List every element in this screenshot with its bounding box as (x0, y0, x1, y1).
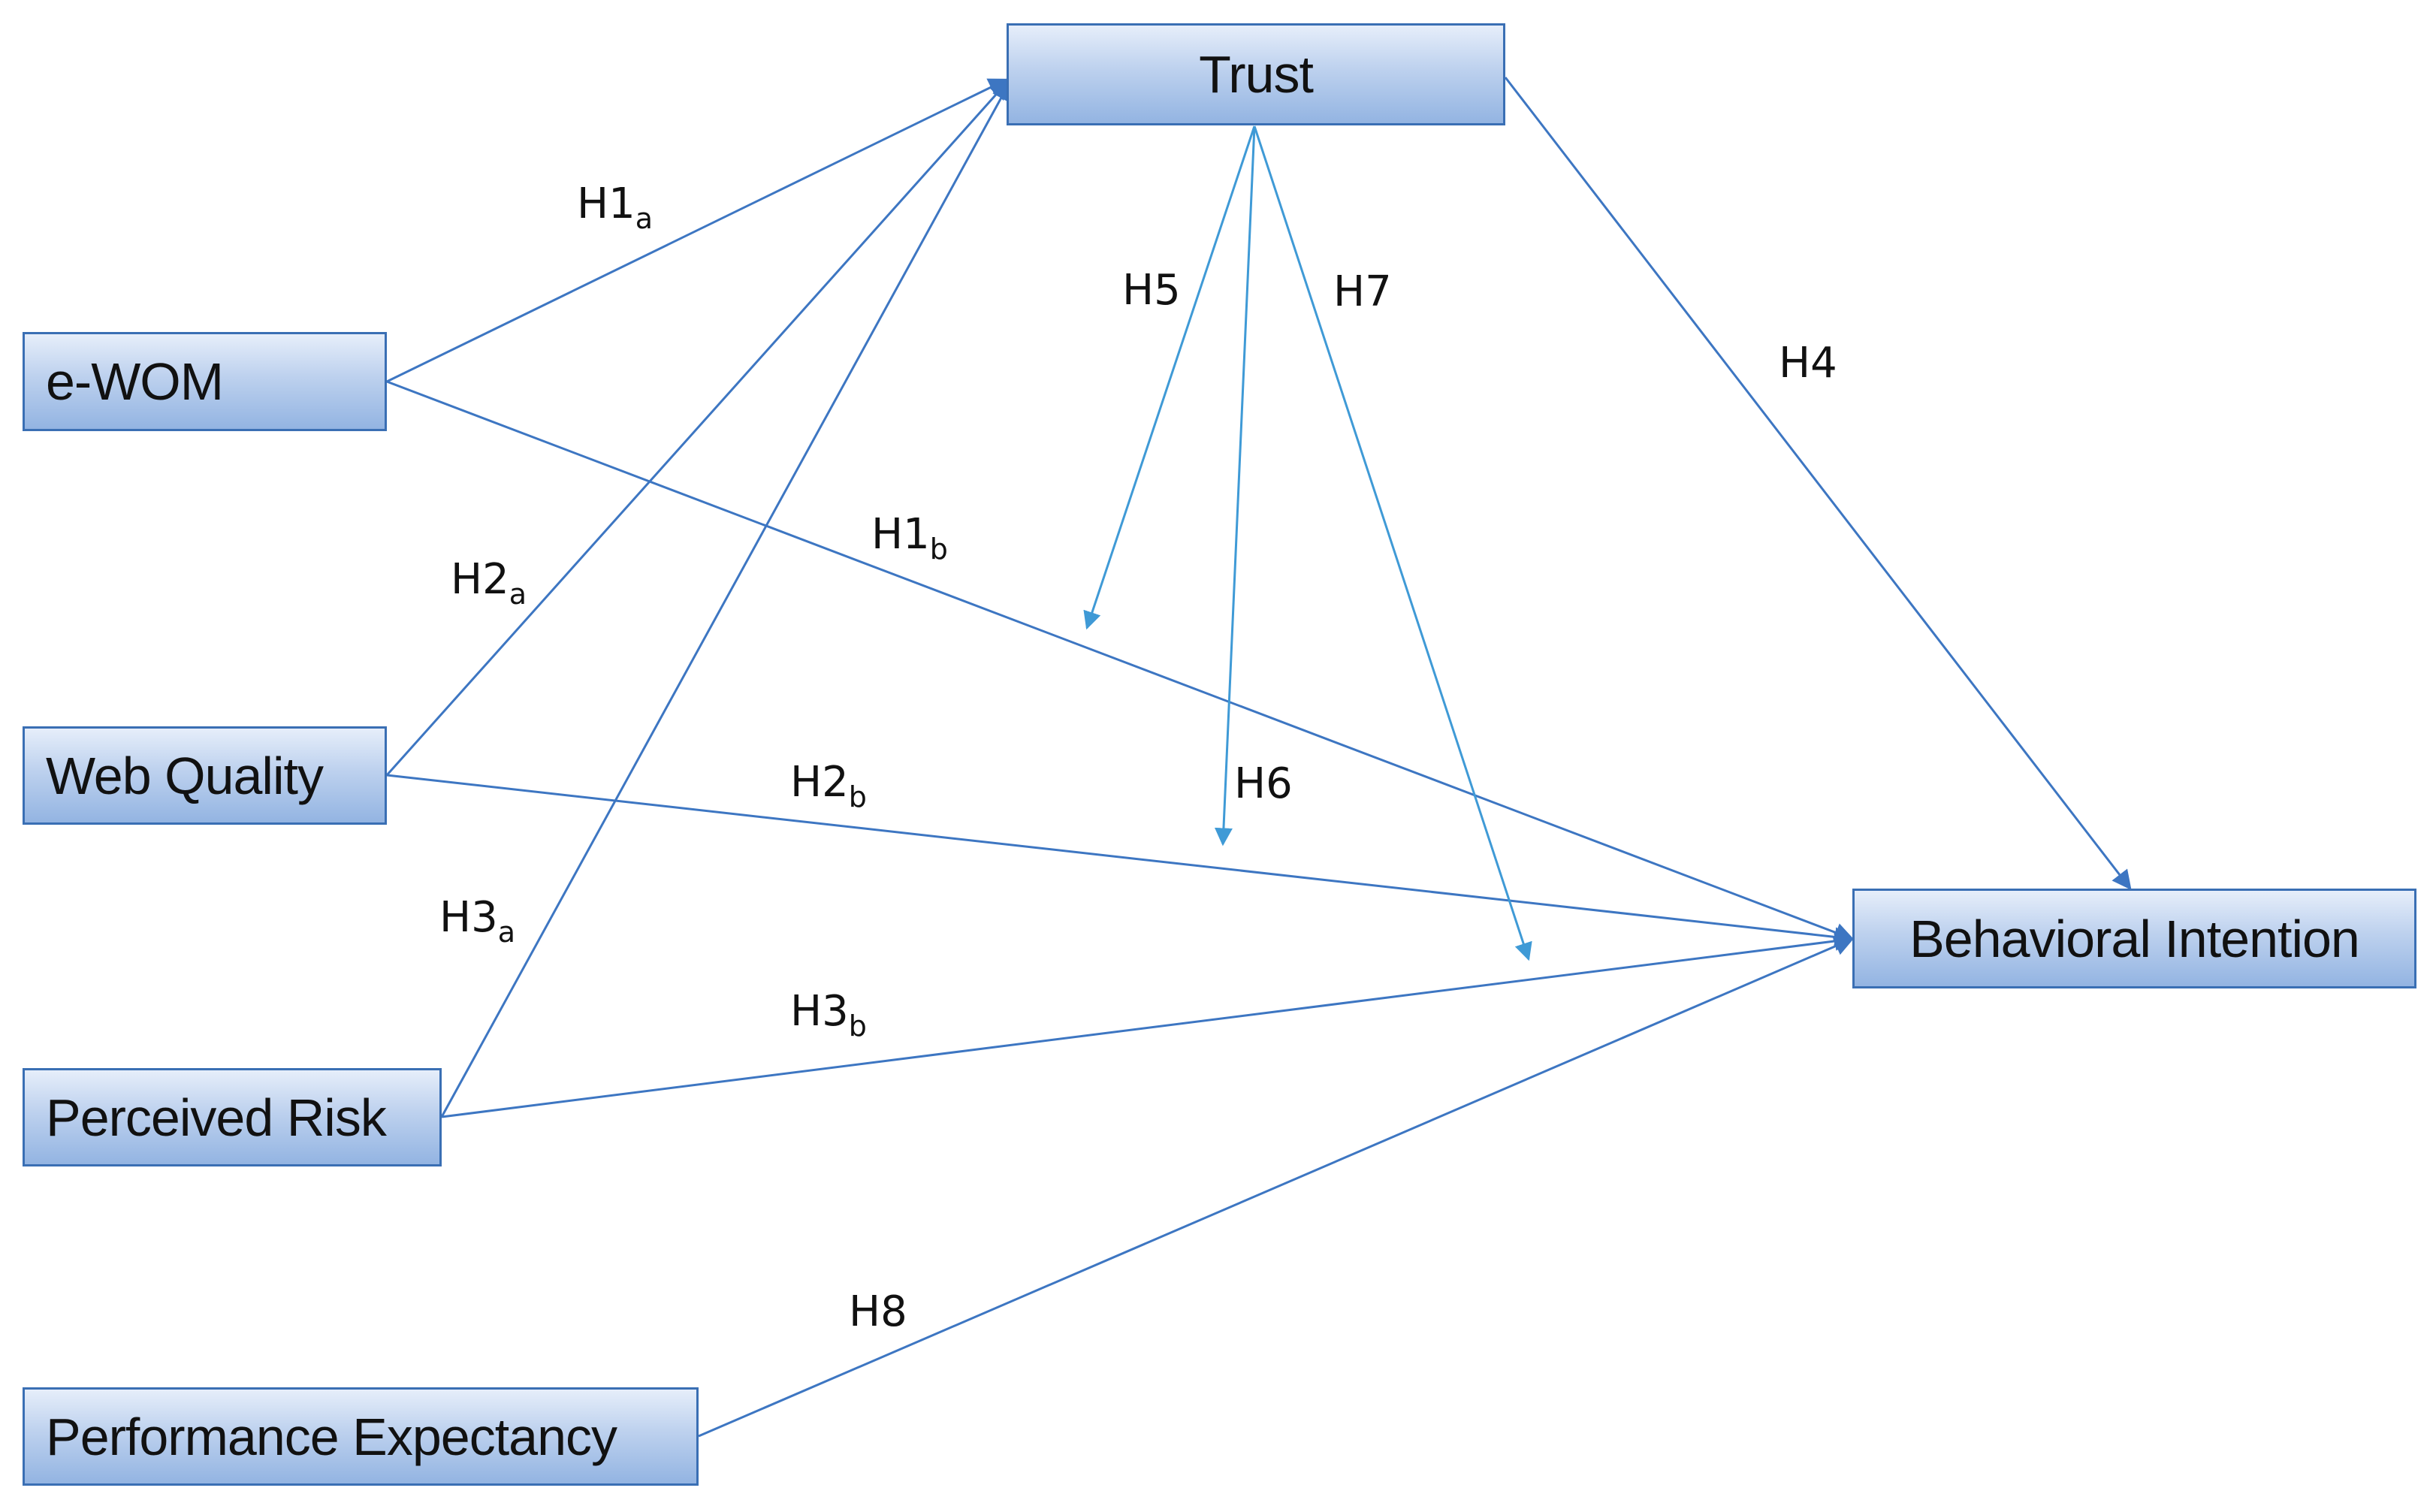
label-h3a: H3a (439, 893, 515, 949)
arrow-h3b (441, 931, 1855, 1118)
arrow-h1a (386, 78, 1009, 383)
arrow-h3a (440, 80, 1011, 1118)
node-trust-label: Trust (1199, 45, 1314, 104)
arrow-h2a (385, 80, 1010, 777)
arrow-h5 (1083, 125, 1256, 630)
node-perceived-risk: Perceived Risk (23, 1068, 442, 1166)
node-perceived-risk-label: Perceived Risk (46, 1088, 387, 1147)
arrow-h2b (386, 774, 1855, 947)
label-h1a: H1a (577, 180, 653, 235)
node-web-quality: Web Quality (23, 726, 387, 825)
label-h6: H6 (1234, 759, 1293, 808)
node-behavioral-intention: Behavioral Intention (1852, 889, 2416, 988)
arrow-h4 (1504, 77, 2132, 891)
label-h5: H5 (1122, 266, 1181, 315)
node-ewom: e-WOM (23, 332, 387, 431)
node-performance-expectancy-label: Performance Expectancy (46, 1407, 617, 1466)
label-h1b: H1b (871, 510, 948, 566)
arrow-h6 (1214, 125, 1256, 847)
label-h4: H4 (1779, 339, 1837, 388)
node-performance-expectancy: Performance Expectancy (23, 1387, 699, 1486)
label-h2b: H2b (790, 758, 867, 813)
label-h3b: H3b (790, 987, 867, 1043)
label-h2a: H2a (451, 555, 527, 611)
arrow-h7 (1253, 125, 1532, 961)
node-ewom-label: e-WOM (46, 352, 224, 411)
label-h7: H7 (1333, 267, 1392, 316)
node-web-quality-label: Web Quality (46, 746, 324, 805)
label-h8: H8 (849, 1287, 907, 1336)
node-behavioral-intention-label: Behavioral Intention (1909, 909, 2360, 968)
node-trust: Trust (1007, 23, 1505, 125)
arrow-h1b (386, 380, 1855, 942)
arrow-h8 (698, 937, 1855, 1438)
